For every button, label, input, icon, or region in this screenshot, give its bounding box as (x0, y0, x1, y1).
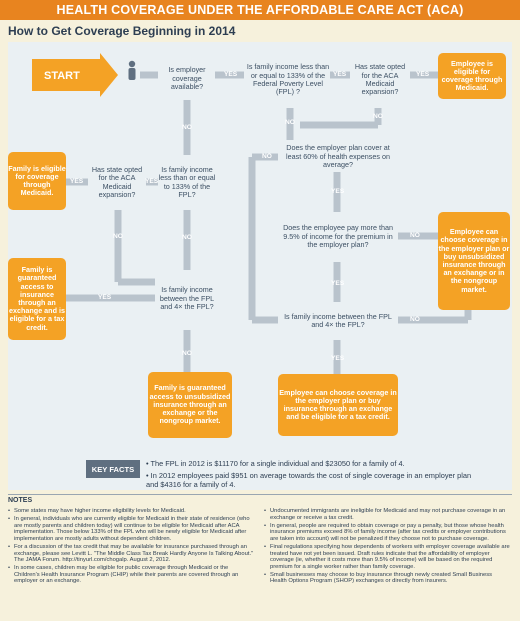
yes-label: YES (145, 178, 159, 185)
flowchart-panel (8, 42, 512, 490)
notes-title: NOTES (8, 497, 33, 504)
question-income-133-fpl: Is family income less than or equal to 1… (246, 62, 330, 97)
outcome-family-medicaid: Family is eligible for coverage through … (8, 152, 66, 210)
outcome-employee-choice-tax-credit: Employee can choose coverage in the empl… (278, 374, 398, 436)
no-label: NO (113, 233, 123, 240)
outcome-employee-medicaid: Employee is eligible for coverage throug… (438, 53, 506, 99)
notes-left-column: Some states may have higher income eligi… (8, 508, 254, 587)
note-item: In general, people are required to obtai… (264, 523, 510, 543)
yes-label: YES (331, 188, 345, 195)
start-arrow (32, 53, 118, 97)
yes-label: YES (416, 71, 430, 78)
yes-label: YES (98, 294, 112, 301)
question-family-income-133: Is family income less than or equal to 1… (158, 164, 216, 199)
no-label: NO (373, 113, 383, 120)
no-label: NO (182, 350, 192, 357)
note-item: In some cases, children may be eligible … (8, 565, 254, 585)
key-fact-fpl: • The FPL in 2012 is $11170 for a single… (146, 459, 405, 468)
note-item: Final regulations specifying how depende… (264, 544, 510, 570)
question-state-medicaid-expansion: Has state opted for the ACA Medicaid exp… (354, 62, 406, 97)
question-family-income-fpl-range: Is family income between the FPL and 4× … (159, 285, 215, 312)
start-label: START (44, 70, 80, 82)
yes-label: YES (70, 178, 84, 185)
person-icon (128, 60, 136, 80)
note-item: Small businesses may choose to buy insur… (264, 572, 510, 585)
note-item: Some states may have higher income eligi… (8, 508, 254, 515)
yes-label: YES (331, 355, 345, 362)
banner-title: HEALTH COVERAGE UNDER THE AFFORDABLE CAR… (0, 0, 520, 20)
note-item: Undocumented immigrants are ineligible f… (264, 508, 510, 521)
connector-lines (66, 71, 472, 374)
outcome-employee-choice-unsubsidized: Employee can choose coverage in the empl… (438, 212, 510, 310)
yes-label: YES (224, 71, 238, 78)
notes-divider (8, 494, 512, 495)
no-label: NO (410, 232, 420, 239)
page-subtitle: How to Get Coverage Beginning in 2014 (8, 24, 236, 38)
question-plan-covers-60pct: Does the employer plan cover at least 60… (286, 143, 390, 170)
no-label: NO (182, 234, 192, 241)
note-item: In general, individuals who are currentl… (8, 516, 254, 542)
key-fact-premiums: • In 2012 employees paid $951 on average… (146, 471, 472, 489)
outcome-family-unsubsidized: Family is guaranteed access to unsubsidi… (148, 372, 232, 438)
yes-label: YES (331, 280, 345, 287)
question-employee-income-fpl-range: Is family income between the FPL and 4× … (284, 311, 392, 329)
no-label: NO (182, 124, 192, 131)
note-item: For a discussion of the tax credit that … (8, 544, 254, 564)
notes-right-column: Undocumented immigrants are ineligible f… (264, 508, 510, 587)
question-premium-over-9-5pct: Does the employee pay more than 9.5% of … (283, 223, 393, 250)
no-label: NO (410, 316, 420, 323)
yes-label: YES (333, 71, 347, 78)
no-label: NO (262, 153, 272, 160)
question-employer-coverage: Is employer coverage available? (168, 65, 206, 92)
no-label: NO (285, 119, 295, 126)
key-facts-label: KEY FACTS (86, 460, 140, 478)
question-family-state-expansion: Has state opted for the ACA Medicaid exp… (91, 164, 143, 199)
outcome-family-tax-credit: Family is guaranteed access to insurance… (8, 258, 66, 340)
